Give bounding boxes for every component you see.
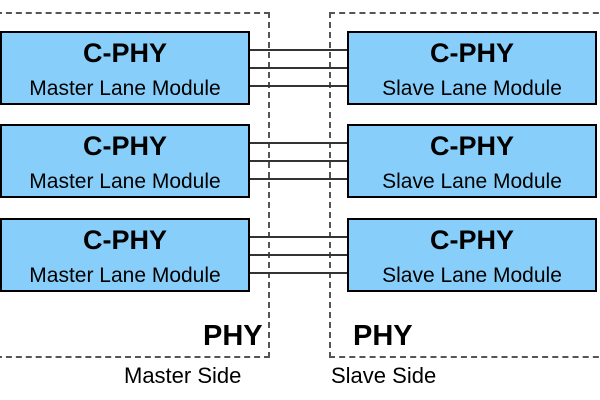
slave-phy-boundary bbox=[329, 12, 600, 358]
master-phy-label: PHY bbox=[203, 320, 263, 352]
module-subtitle: Master Lane Module bbox=[29, 77, 221, 100]
master-side-label: Master Side bbox=[124, 363, 242, 388]
slave-lane-module-2: C-PHY Slave Lane Module bbox=[347, 124, 597, 198]
module-title: C-PHY bbox=[82, 225, 167, 255]
slave-lane-module-3: C-PHY Slave Lane Module bbox=[347, 218, 597, 292]
module-title: C-PHY bbox=[82, 38, 167, 68]
module-title: C-PHY bbox=[82, 131, 167, 161]
module-title: C-PHY bbox=[429, 225, 514, 255]
module-title: C-PHY bbox=[429, 38, 514, 68]
module-subtitle: Master Lane Module bbox=[29, 170, 221, 193]
module-subtitle: Master Lane Module bbox=[29, 264, 221, 287]
master-lane-module-3: C-PHY Master Lane Module bbox=[0, 218, 250, 292]
slave-phy-label: PHY bbox=[353, 320, 413, 352]
master-phy-boundary bbox=[0, 12, 270, 358]
module-title: C-PHY bbox=[429, 131, 514, 161]
master-lane-module-1: C-PHY Master Lane Module bbox=[0, 31, 250, 105]
master-lane-module-2: C-PHY Master Lane Module bbox=[0, 124, 250, 198]
module-subtitle: Slave Lane Module bbox=[382, 77, 562, 100]
module-subtitle: Slave Lane Module bbox=[382, 170, 562, 193]
slave-side-label: Slave Side bbox=[331, 363, 437, 388]
slave-lane-module-1: C-PHY Slave Lane Module bbox=[347, 31, 597, 105]
module-subtitle: Slave Lane Module bbox=[382, 264, 562, 287]
